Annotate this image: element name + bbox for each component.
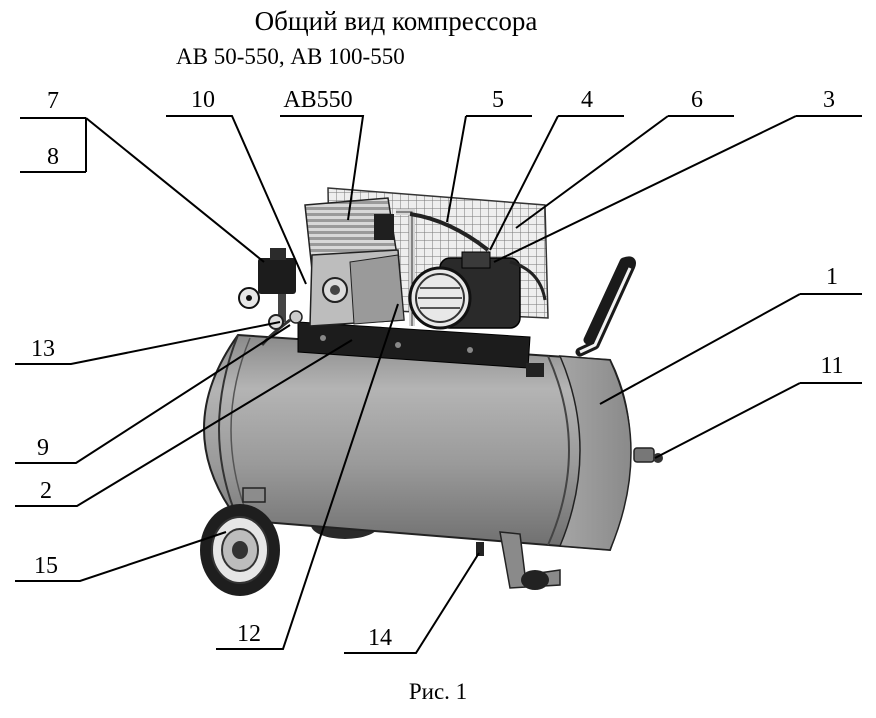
figure-caption: Рис. 1 <box>408 679 468 704</box>
callout-10: 10 <box>191 87 215 113</box>
callout-9: 9 <box>37 435 49 461</box>
callout-labels: 7 8 10 АВ550 5 4 6 3 1 11 13 9 2 15 12 1… <box>31 87 844 651</box>
callout-8: 8 <box>47 144 59 170</box>
callout-3: 3 <box>823 87 835 113</box>
wheel-bracket <box>242 487 266 503</box>
tank-weld-seam-left-inner <box>230 337 251 523</box>
outlet-valve <box>633 447 655 463</box>
callout-15: 15 <box>34 553 58 579</box>
air-line <box>409 212 490 252</box>
callout-6: 6 <box>691 87 703 113</box>
callout-1: 1 <box>826 264 838 290</box>
foot-pad <box>521 570 549 590</box>
callout-13: 13 <box>31 336 55 362</box>
model-label: АВ550 <box>283 87 352 113</box>
callout-11: 11 <box>820 353 843 379</box>
tank-weld-seam-left <box>218 334 239 521</box>
electric-motor <box>408 251 547 330</box>
figure-title: Общий вид компрессора <box>254 6 538 36</box>
callout-2: 2 <box>40 478 52 504</box>
callout-4: 4 <box>581 87 593 113</box>
callout-12: 12 <box>237 621 261 647</box>
callout-14: 14 <box>368 625 392 651</box>
callout-5: 5 <box>492 87 504 113</box>
tank-weld-seam-right <box>547 355 570 546</box>
pump-head <box>304 197 405 327</box>
pressure-switch <box>238 248 303 330</box>
tank-end-cap <box>558 355 632 551</box>
tank-boss <box>526 363 544 377</box>
front-wheel <box>200 504 280 596</box>
compressor-illustration <box>200 187 663 596</box>
callout-leader-lines <box>15 115 862 654</box>
figure-subtitle: АВ 50-550, АВ 100-550 <box>176 44 405 69</box>
condensate-drain <box>476 542 484 556</box>
callout-7: 7 <box>47 88 59 114</box>
handle <box>575 256 636 357</box>
